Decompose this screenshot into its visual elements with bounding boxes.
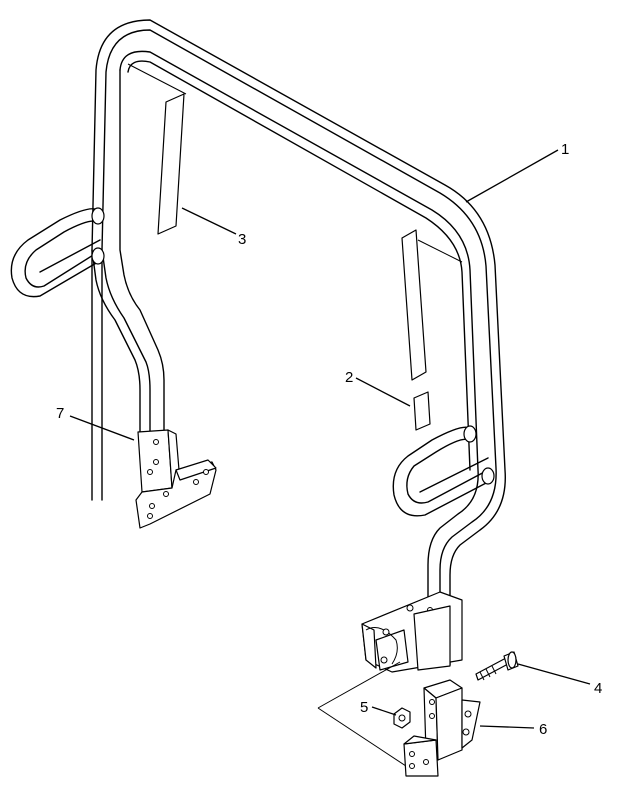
leader-7 [69,415,135,441]
decal-item-3 [157,93,185,235]
decal-strip [401,229,427,381]
callout-5: 5 [360,699,368,716]
decal-item-2 [413,391,431,431]
nut [393,707,411,729]
leader-4 [517,663,591,685]
callout-7: 7 [56,405,64,422]
callout-3: 3 [238,231,246,248]
left-grab-handle [10,207,105,298]
callout-6: 6 [539,721,547,738]
callout-1: 1 [561,141,569,158]
roll-bar-frame [91,19,506,666]
right-mount-bracket [403,679,481,777]
callout-4: 4 [594,680,602,697]
right-frame-mount [361,591,463,673]
leader-2 [355,377,411,407]
bolt [475,651,519,681]
leader-5 [371,706,397,716]
leader-1 [465,149,559,203]
right-grab-handle [392,425,495,517]
leader-3 [181,207,237,235]
callout-2: 2 [345,369,353,386]
leader-6 [479,725,535,729]
left-mount-bracket [135,429,217,529]
